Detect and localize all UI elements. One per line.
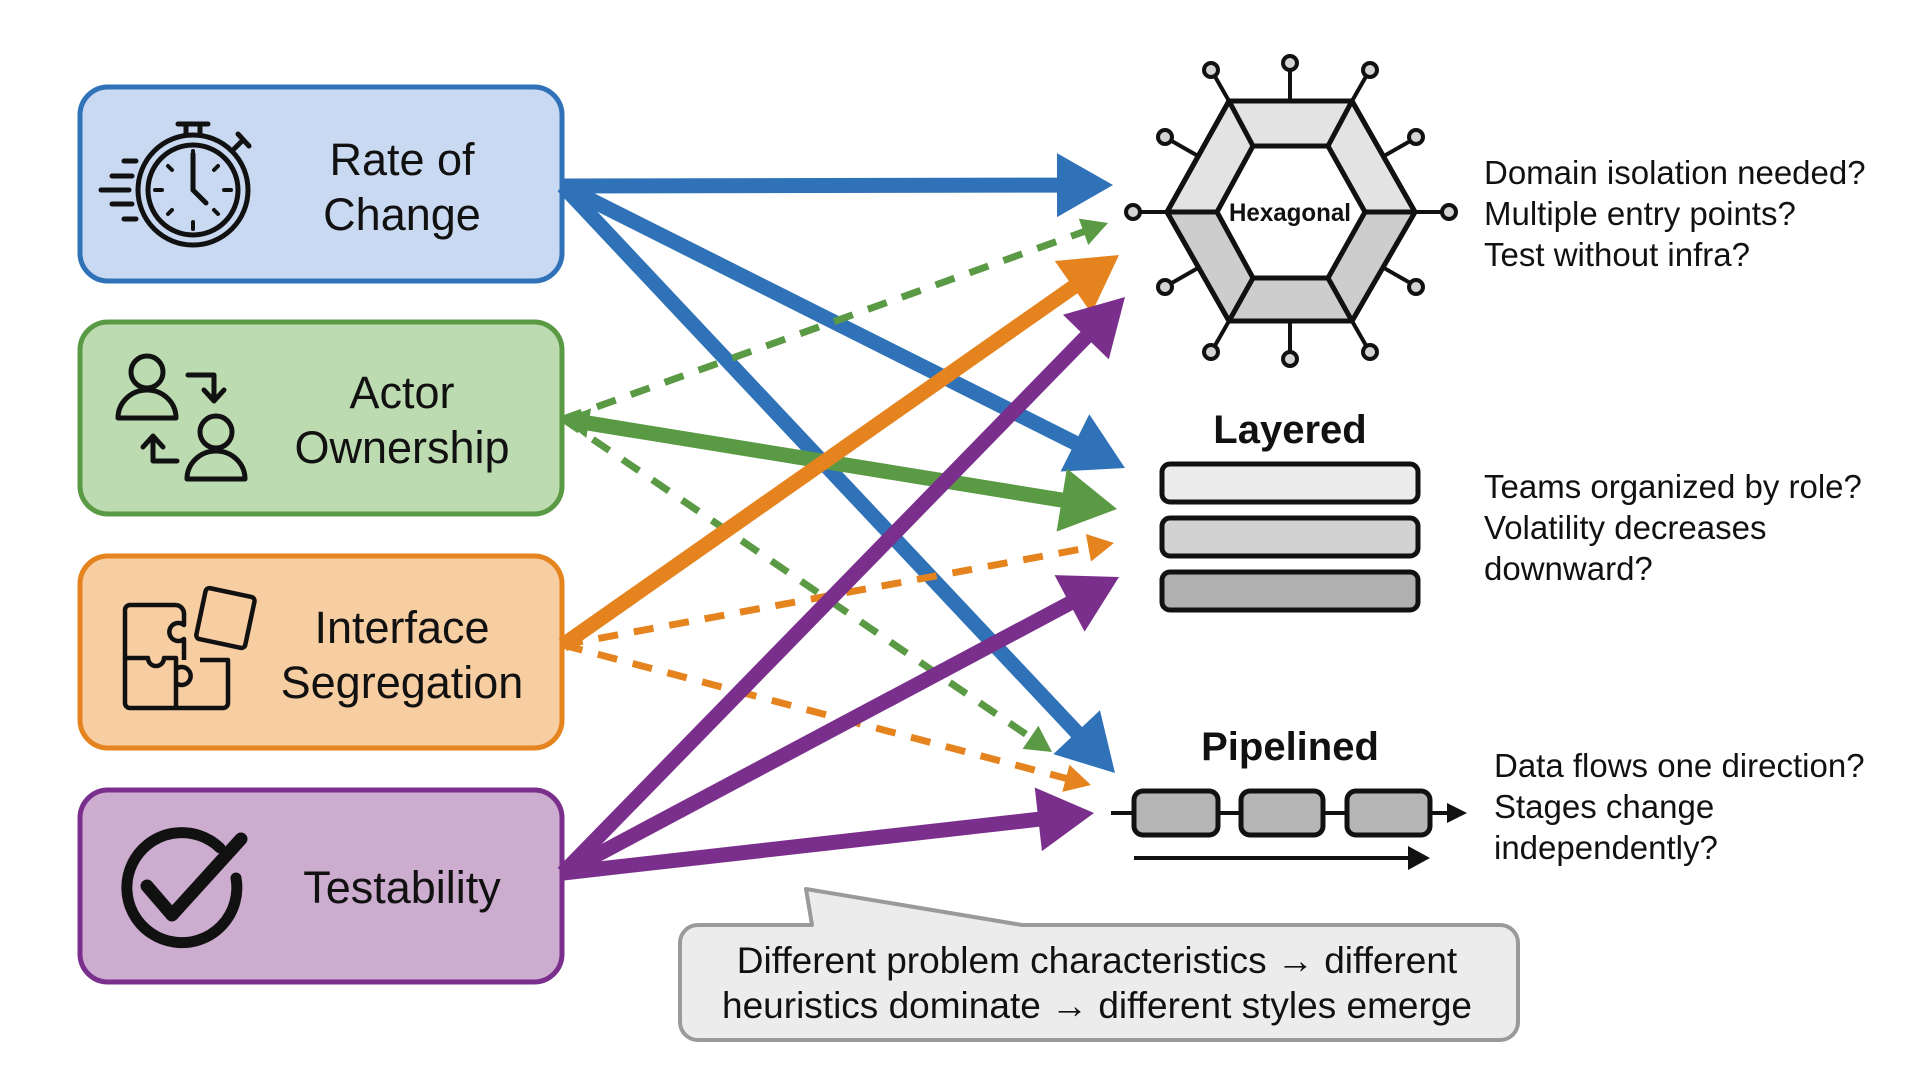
question: independently? [1494, 829, 1718, 866]
style-title-layered: Layered [1213, 408, 1366, 452]
arrowhead-actor-to-layered [1056, 468, 1117, 532]
arrowhead-test-to-hexagonal [1062, 297, 1125, 360]
summary-callout: Different problem characteristics → diff… [678, 887, 1520, 1042]
style-title-pipelined: Pipelined [1201, 725, 1379, 769]
layer-top [1159, 461, 1421, 505]
arrowhead-rate-to-layered [1060, 414, 1125, 472]
pipeline-stage-2 [1238, 788, 1326, 838]
question: Multiple entry points? [1484, 195, 1796, 232]
question: Teams organized by role? [1484, 468, 1862, 505]
question: downward? [1484, 550, 1653, 587]
arrow-rate-to-layered [559, 179, 1082, 452]
style-title-hexagonal: Hexagonal [1229, 199, 1351, 227]
style-hexagonal: Hexagonal [1124, 54, 1458, 368]
heuristic-label-line2: Change [323, 189, 481, 240]
heuristic-label-line1: Rate of [329, 134, 475, 185]
questions-pipelined: Data flows one direction? Stages change … [1494, 747, 1865, 866]
arrowhead-layered-to-actor [563, 408, 592, 438]
pipeline-stage-1 [1131, 788, 1221, 838]
question: Test without infra? [1484, 236, 1750, 273]
pipeline-stage-3 [1344, 788, 1433, 838]
arrow-interface-to-pipelined [562, 641, 1071, 783]
arrowhead-interface-to-layered [1085, 533, 1114, 562]
heuristic-label-line1: Actor [349, 367, 454, 418]
arrowhead-rate-to-pipelined [1053, 710, 1115, 773]
style-pipelined: Pipelined [1111, 725, 1467, 870]
arrow-rate-to-hexagonal [562, 177, 1062, 194]
heuristic-testability: Testability [77, 787, 565, 985]
question: Volatility decreases [1484, 509, 1766, 546]
port-adapters [1124, 54, 1458, 368]
connection-arrows [557, 153, 1125, 881]
heuristic-rate-of-change: Rate of Change [77, 84, 565, 284]
question: Domain isolation needed? [1484, 154, 1866, 191]
arrowhead-interface-to-pipelined [1062, 764, 1091, 792]
heuristic-label-line1: Interface [314, 602, 489, 653]
arrowhead-actor-to-pipelined [1022, 725, 1052, 752]
question: Stages change [1494, 788, 1714, 825]
check-circle-icon [121, 827, 248, 949]
heuristic-label-line2: Ownership [294, 422, 509, 473]
arrowhead-rate-to-hexagonal [1056, 153, 1113, 218]
heuristic-label-line2: Segregation [281, 657, 524, 708]
arrow-interface-to-hexagonal [558, 278, 1081, 652]
heuristic-interface-segregation: Interface Segregation [77, 553, 565, 751]
callout-line1: Different problem characteristics → diff… [737, 940, 1458, 981]
arrow-test-to-pipelined [562, 811, 1044, 881]
callout-line2: heuristics dominate → different styles e… [722, 985, 1472, 1026]
heuristic-box [77, 84, 565, 284]
arrowhead-test-to-layered [1054, 575, 1119, 632]
arrow-test-to-hexagonal [557, 328, 1095, 879]
puzzle-icon [122, 585, 257, 711]
style-layered: Layered [1159, 408, 1421, 613]
heuristic-label: Testability [303, 862, 501, 913]
layer-bottom [1159, 569, 1421, 613]
arrowhead-test-to-pipelined [1034, 787, 1094, 852]
arrow-test-to-layered [559, 594, 1077, 880]
heuristic-box [77, 553, 565, 751]
arrowhead-interface-to-hexagonal [1054, 255, 1119, 314]
flow-arrowhead [1447, 803, 1467, 823]
heuristic-actor-ownership: Actor Ownership [77, 319, 565, 517]
stopwatch-icon [98, 121, 252, 248]
question: Data flows one direction? [1494, 747, 1865, 784]
arrowhead-actor-to-hexagonal [1078, 218, 1108, 245]
arrow-actor-to-pipelined [561, 416, 1036, 743]
questions-hexagonal: Domain isolation needed? Multiple entry … [1484, 154, 1866, 273]
actor-swap-icon [115, 353, 248, 482]
questions-layered: Teams organized by role? Volatility decr… [1484, 468, 1862, 587]
layer-middle [1159, 515, 1421, 559]
heuristic-box [77, 319, 565, 517]
